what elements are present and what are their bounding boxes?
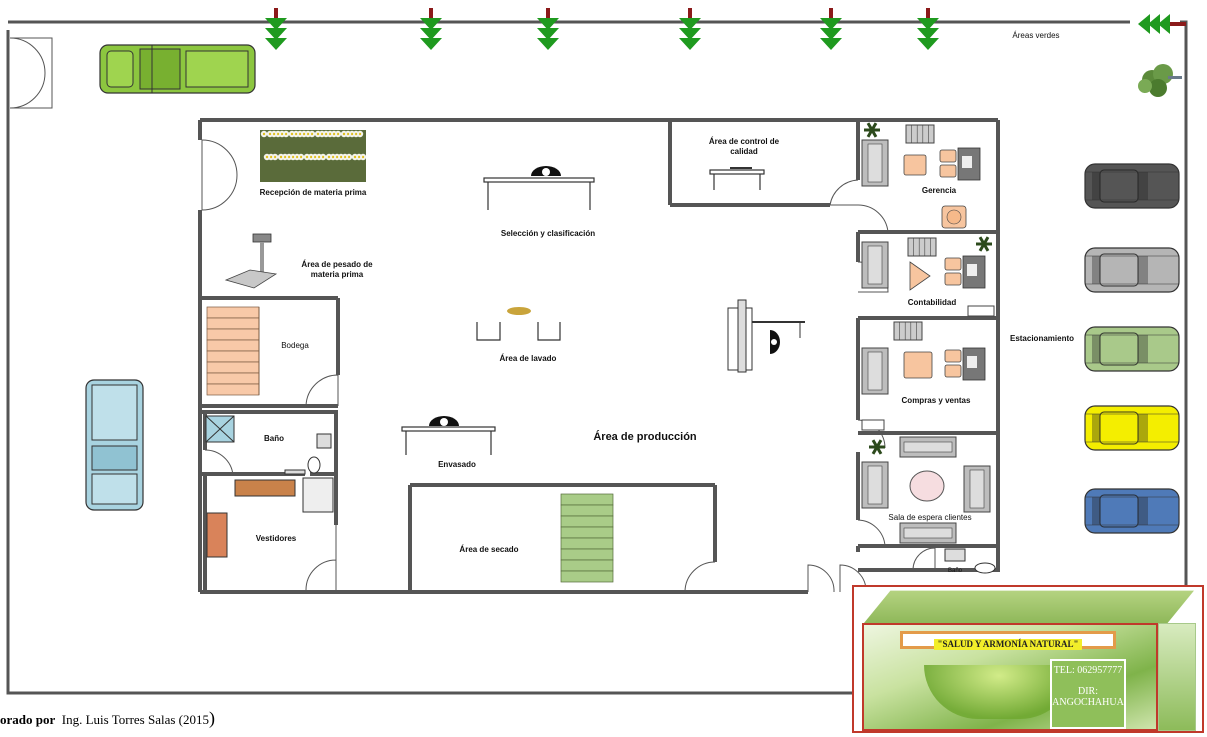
envasado-label: Envasado [438,460,476,469]
sofa-icon [861,347,889,395]
storage-shelves [206,306,260,396]
drying-racks [560,493,614,583]
pesado-label: Área de pesado de materia prima [301,260,373,279]
estacionamiento-label: Estacionamiento [1009,334,1074,343]
tree-icon [1138,14,1186,34]
company-sign: "SALUD Y ARMONÍA NATURAL" TEL: 062957777… [852,585,1204,733]
lavado-label: Área de lavado [499,354,557,363]
office-furniture [861,122,995,544]
cabinet-icon [893,321,923,341]
produccion-label: Área de producción [593,431,697,443]
parked-truck-blue [85,379,144,511]
weighing-scale-icon [224,233,278,289]
credit-author: Ing. Luis Torres Salas (2015 [61,712,209,727]
vestidores-label: Vestidores [255,534,297,543]
parked-car [1084,326,1180,372]
areas-verdes-label: Áreas verdes [1012,31,1060,40]
bush-icon [1138,64,1182,97]
tree-icon [420,8,442,50]
credit-prefix: orado por [0,712,56,727]
gerencia-label: Gerencia [921,186,957,195]
sofa-icon [899,436,957,458]
bathroom-fixtures [205,415,996,574]
tea-cup-icon [924,665,1074,719]
cabinet-icon [905,124,935,144]
washer-machine-icon [727,299,805,373]
cabinet-icon [907,237,937,257]
bano-small-label: Baño [947,568,962,574]
sign-dir-value: ANGOCHAHUA [1052,697,1124,708]
control-calidad-label: Área de control de calidad [708,137,780,156]
sofa-icon [861,139,889,187]
sign-roof [864,590,1194,623]
recepcion-label: Recepción de materia prima [259,188,367,197]
parking-cars [1084,163,1180,534]
tree-icon [679,8,701,50]
credit-line: orado por Ing. Luis Torres Salas (2015) [0,708,215,729]
tree-icon [917,8,939,50]
desk-icon [944,347,986,381]
entrance-gate [9,37,53,109]
sign-side [1158,623,1196,731]
building-walls [198,118,1000,594]
sala-espera-label: Sala de espera clientes [888,513,972,522]
tree-row [265,8,1186,50]
compras-label: Compras y ventas [901,396,971,405]
chamomile-photo [260,130,367,182]
plant-icon [869,439,885,455]
plant-icon [976,236,992,252]
sofa-icon [963,465,991,513]
tree-icon [820,8,842,50]
plant-icon [864,122,880,138]
parked-car [1084,488,1180,534]
parked-car [1084,163,1180,209]
sign-tel: TEL: 062957777 [1053,665,1123,676]
sign-face: "SALUD Y ARMONÍA NATURAL" TEL: 062957777… [862,623,1158,731]
doors [201,139,936,593]
secado-label: Área de secado [459,545,519,554]
parked-truck-green [99,44,256,94]
parked-car [1084,247,1180,293]
sign-contact-box: TEL: 062957777 DIR: ANGOCHAHUA [1050,659,1126,729]
worker-icons [429,166,780,426]
sign-title-box: "SALUD Y ARMONÍA NATURAL" [900,631,1116,650]
bodega-label: Bodega [281,341,309,350]
credit-paren: ) [209,708,215,728]
parked-car [1084,405,1180,451]
seleccion-label: Selección y clasificación [500,229,596,238]
tree-icon [537,8,559,50]
bano-label: Baño [264,434,284,443]
sign-dir-label: DIR: [1078,686,1098,697]
sofa-icon [899,522,957,544]
desk-icon [944,255,986,289]
desk-icon [939,147,981,181]
tree-icon [265,8,287,50]
work-tables [401,167,765,455]
sofa-icon [861,461,889,509]
sign-title: "SALUD Y ARMONÍA NATURAL" [933,639,1083,650]
sofa-icon [861,241,889,289]
contabilidad-label: Contabilidad [907,298,957,307]
